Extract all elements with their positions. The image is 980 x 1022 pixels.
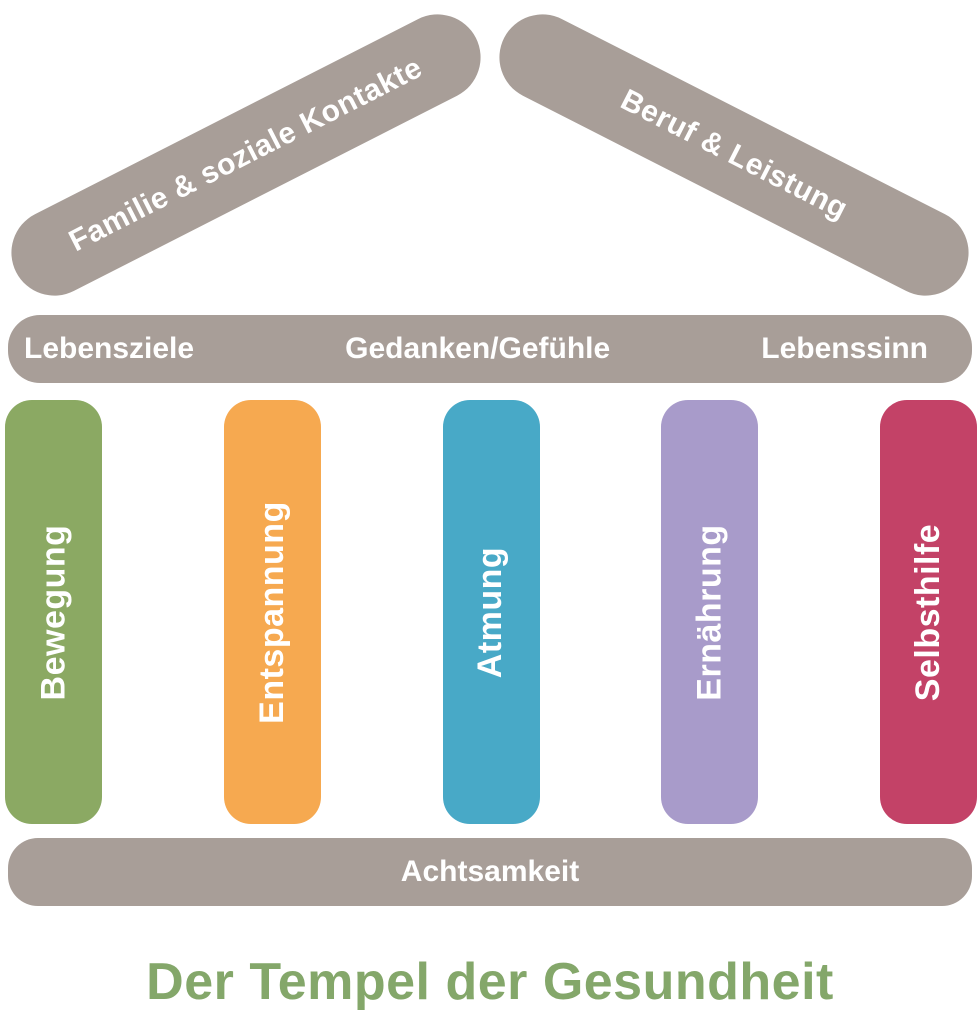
column-label-atmung: Atmung: [471, 546, 510, 678]
roof-beam-work-performance: Beruf & Leistung: [484, 0, 980, 311]
column-label-bewegung: Bewegung: [34, 524, 72, 700]
architrave-label-life-goals: Lebensziele: [24, 332, 195, 365]
column-bewegung: Bewegung: [5, 400, 102, 824]
base-beam: Achtsamkeit: [8, 838, 972, 906]
base-label-achtsamkeit: Achtsamkeit: [400, 855, 580, 888]
column-label-entspannung: Entspannung: [252, 500, 291, 724]
architrave-beam: Lebensziele Gedanken/Gefühle Lebenssinn: [8, 315, 972, 383]
columns-row: Bewegung Entspannung Atmung Ernährung Se…: [5, 400, 977, 824]
roof-label-work-performance: Beruf & Leistung: [615, 83, 853, 226]
column-atmung: Atmung: [442, 400, 540, 824]
roof-beam-family-social: Familie & soziale Kontakte: [0, 0, 496, 311]
page-title: Der Tempel der Gesundheit: [146, 953, 834, 1011]
column-entspannung: Entspannung: [223, 400, 321, 824]
column-label-selbsthilfe: Selbsthilfe: [909, 523, 947, 701]
roof-label-family-social: Familie & soziale Kontakte: [63, 50, 428, 259]
architrave-label-meaning-of-life: Lebenssinn: [761, 332, 928, 365]
column-ernaehrung: Ernährung: [661, 400, 759, 824]
column-selbsthilfe: Selbsthilfe: [880, 400, 977, 824]
architrave-label-thoughts-feelings: Gedanken/Gefühle: [345, 332, 611, 365]
column-label-ernaehrung: Ernährung: [690, 523, 729, 701]
